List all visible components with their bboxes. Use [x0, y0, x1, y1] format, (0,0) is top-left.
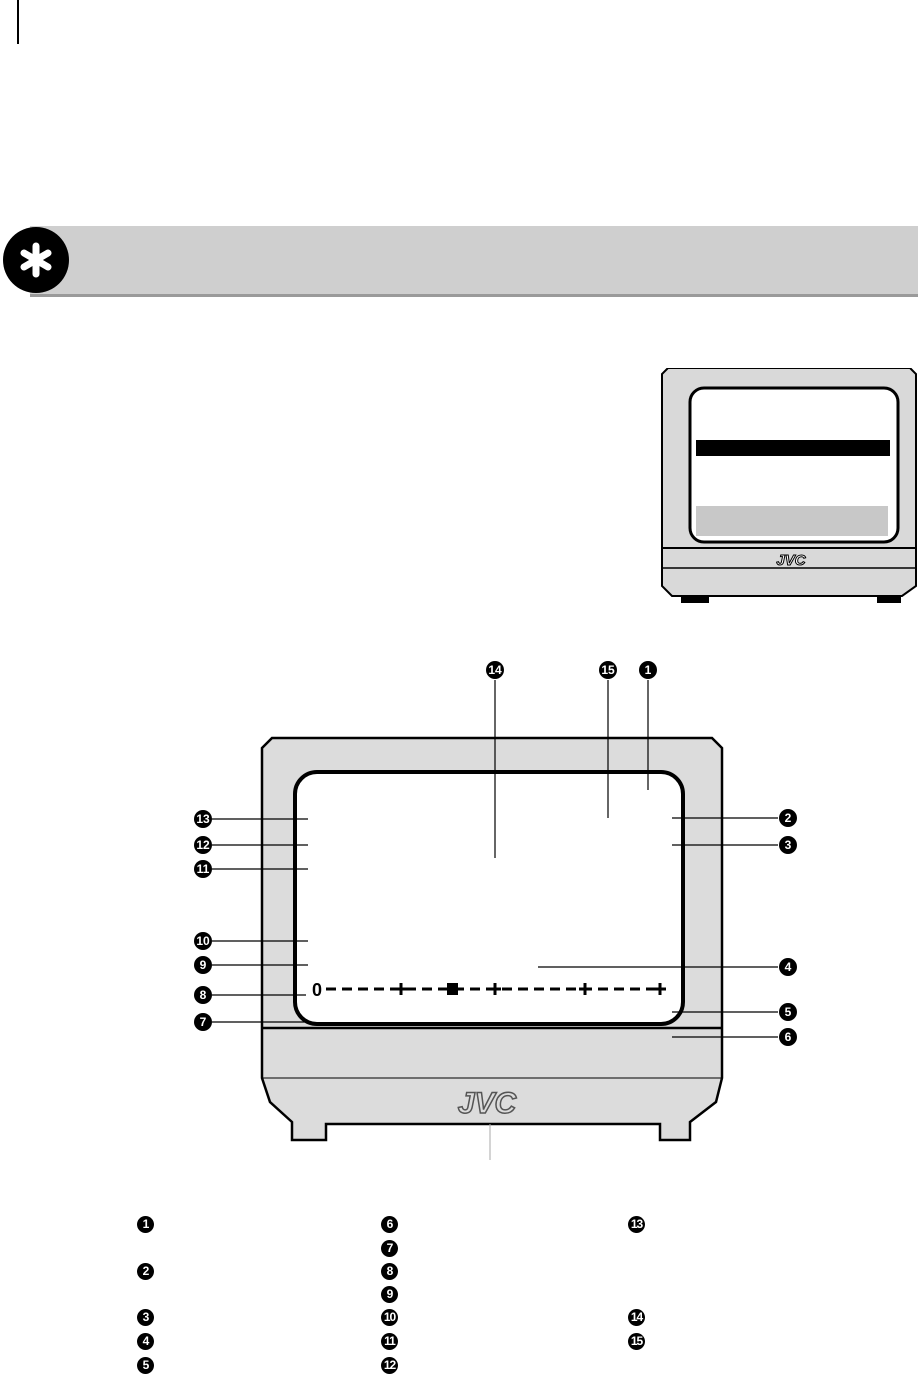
- scale-start-label: 0: [312, 980, 322, 1000]
- small-tv-brand: JVC: [776, 552, 806, 569]
- legend-num-7: 7: [381, 1240, 398, 1257]
- legend-num-5: 5: [137, 1357, 154, 1374]
- callout-15: 15: [599, 661, 617, 679]
- callout-1: 1: [639, 661, 657, 679]
- legend-num-15: 15: [628, 1333, 645, 1350]
- diagram-brand: JVC: [458, 1087, 518, 1120]
- legend-num-12: 12: [381, 1357, 398, 1374]
- svg-text:15: 15: [601, 663, 615, 677]
- legend-num-2: 2: [137, 1263, 154, 1280]
- callout-11: 11: [194, 860, 212, 878]
- callout-10: 10: [194, 932, 212, 950]
- legend-num-4: 4: [137, 1333, 154, 1350]
- callout-14: 14: [486, 661, 504, 679]
- legend-num-8: 8: [381, 1263, 398, 1280]
- legend-num-13: 13: [628, 1216, 645, 1233]
- callout-6: 6: [779, 1028, 797, 1046]
- svg-text:13: 13: [196, 812, 210, 826]
- svg-text:7: 7: [200, 1015, 207, 1029]
- callout-7: 7: [194, 1013, 212, 1031]
- svg-text:12: 12: [196, 838, 210, 852]
- legend-num-3: 3: [137, 1309, 154, 1326]
- svg-text:3: 3: [785, 838, 792, 852]
- callout-2: 2: [779, 809, 797, 827]
- callout-12: 12: [194, 836, 212, 854]
- callout-5: 5: [779, 1003, 797, 1021]
- asterisk-icon: [3, 227, 69, 293]
- svg-text:9: 9: [200, 958, 207, 972]
- callout-9: 9: [194, 956, 212, 974]
- tv-menu-bottom-bar: [696, 506, 888, 536]
- legend-num-6: 6: [381, 1216, 398, 1233]
- legend-num-14: 14: [628, 1309, 645, 1326]
- svg-text:4: 4: [785, 960, 792, 974]
- page-edge-line: [17, 0, 19, 44]
- asterisk-badge: [2, 226, 70, 294]
- svg-text:5: 5: [785, 1005, 792, 1019]
- svg-text:11: 11: [197, 862, 210, 876]
- callout-4: 4: [779, 958, 797, 976]
- svg-text:14: 14: [488, 663, 502, 677]
- legend-num-11: 11: [381, 1333, 398, 1350]
- callout-3: 3: [779, 836, 797, 854]
- legend-num-9: 9: [381, 1286, 398, 1303]
- scale-indicator: [447, 983, 458, 995]
- section-banner: [30, 226, 918, 297]
- callout-13: 13: [194, 810, 212, 828]
- legend-num-10: 10: [381, 1309, 398, 1326]
- small-tv-illustration: JVC: [660, 367, 918, 604]
- svg-text:8: 8: [200, 988, 207, 1002]
- svg-text:1: 1: [645, 663, 652, 677]
- callout-8: 8: [194, 986, 212, 1004]
- tv-onscreen-diagram: JVC 0: [160, 650, 820, 1180]
- legend-num-1: 1: [137, 1216, 154, 1233]
- svg-text:6: 6: [785, 1030, 792, 1044]
- svg-text:10: 10: [196, 934, 210, 948]
- tv-menu-highlight-bar: [696, 440, 890, 456]
- svg-text:2: 2: [785, 811, 792, 825]
